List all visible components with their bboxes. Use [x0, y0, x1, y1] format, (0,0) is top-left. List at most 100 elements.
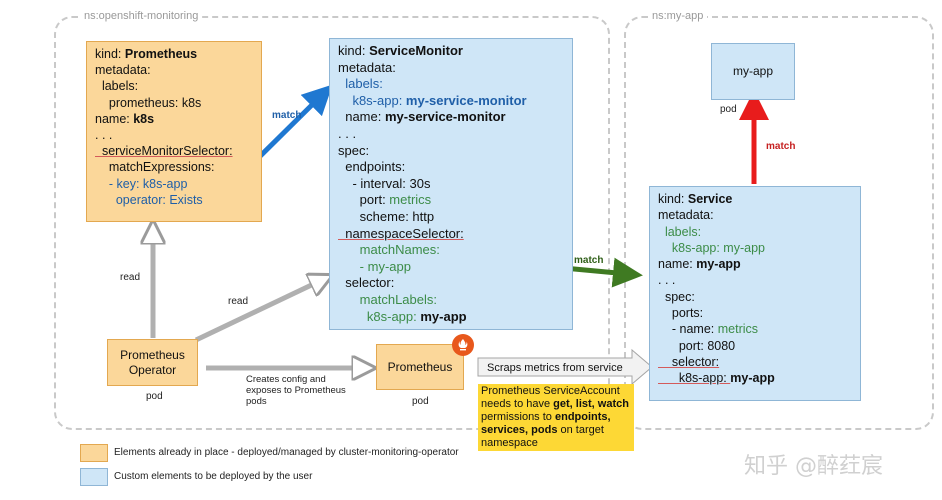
service-line: name: my-app	[658, 256, 852, 272]
note-token: Prometheus ServiceAccount	[481, 385, 620, 397]
prometheus-cr-token: matchExpressions:	[95, 160, 215, 175]
prometheus-cr-token: operator: Exists	[95, 192, 203, 207]
watermark-text: 知乎 @醉荭宸	[744, 454, 883, 479]
service-monitor-token: scheme: http	[338, 208, 435, 224]
prometheus-operator-label: Prometheus Operator	[120, 347, 185, 377]
label-read-1: read	[120, 272, 141, 283]
service-line: metadata:	[658, 207, 852, 223]
service-token: my-app	[730, 371, 775, 386]
service-token: Service	[687, 192, 733, 206]
service-monitor-token: my-app	[420, 308, 467, 324]
note-token: needs to have	[481, 398, 554, 410]
service-monitor-token: endpoints:	[338, 159, 406, 175]
service-token: ports:	[658, 306, 704, 321]
note-line: needs to have get, list, watch	[481, 398, 631, 411]
label-match-blue: match	[272, 110, 302, 121]
prometheus-cr-line: name: k8s	[95, 111, 253, 127]
prometheus-cr-token: metadata:	[95, 63, 151, 78]
service-token: name:	[658, 257, 697, 272]
namespace-label-my-app: ns:my-app	[648, 10, 708, 22]
service-monitor-line: matchLabels:	[338, 292, 564, 309]
service-token: k8s-app:	[658, 371, 731, 386]
service-line: kind: Service	[658, 191, 852, 207]
service-monitor-line: - my-app	[338, 259, 564, 276]
prometheus-cr-token: - key: k8s-app	[95, 176, 188, 191]
my-app-pod-caption: pod	[720, 104, 737, 115]
service-line: . . .	[658, 272, 852, 288]
prometheus-cr-line: labels:	[95, 78, 253, 94]
service-monitor-token: my-service-monitor	[384, 109, 506, 125]
service-monitor-token: matchNames:	[338, 242, 440, 258]
service-token: - name:	[658, 322, 718, 337]
prometheus-cr-token: labels:	[95, 79, 139, 94]
service-monitor-token: kind:	[338, 43, 370, 58]
note-line: permissions to endpoints,	[481, 411, 631, 424]
service-token: . . .	[658, 273, 676, 288]
service-monitor-line: port: metrics	[338, 192, 564, 209]
service-token: selector:	[658, 354, 720, 369]
prometheus-cr-line: matchExpressions:	[95, 159, 253, 175]
prometheus-cr-token: prometheus: k8s	[95, 95, 202, 110]
legend-text-blue: Custom elements to be deployed by the us…	[114, 471, 313, 482]
service-monitor-line: k8s-app: my-service-monitor	[338, 93, 564, 110]
service-token: kind:	[658, 192, 688, 206]
prometheus-operator-box: Prometheus Operator	[107, 339, 198, 386]
arrow-read-diagonal	[194, 280, 322, 343]
arrow-scraps-metrics	[477, 348, 653, 386]
namespace-openshift-monitoring	[54, 16, 610, 430]
service-token: spec:	[658, 289, 695, 304]
service-monitor-token: - my-app	[338, 258, 411, 274]
service-monitor-line: endpoints:	[338, 159, 564, 176]
prometheus-cr-line: prometheus: k8s	[95, 95, 253, 111]
prometheus-pod-label: Prometheus	[387, 359, 453, 374]
note-line: services, pods on target	[481, 424, 631, 437]
service-monitor-token: metadata:	[338, 59, 396, 75]
service-monitor-token: my-service-monitor	[405, 92, 527, 108]
note-token: get, list, watch	[553, 398, 629, 410]
operator-pod-caption: pod	[146, 391, 163, 402]
service-monitor-line: scheme: http	[338, 209, 564, 226]
prometheus-cr-line: kind: Prometheus	[95, 46, 253, 62]
service-line: selector:	[658, 354, 852, 370]
service-monitor-token: . . .	[338, 125, 357, 141]
service-line: k8s-app: my-app	[658, 370, 852, 386]
service-line: port: 8080	[658, 338, 852, 354]
my-app-label: my-app	[732, 64, 773, 79]
prometheus-cr-token: serviceMonitorSelector:	[95, 144, 233, 159]
label-creates-config: Creates config and exposes to Prometheus…	[246, 374, 346, 407]
prometheus-cr-line: metadata:	[95, 62, 253, 78]
label-read-2: read	[228, 296, 249, 307]
service-monitor-token: ServiceMonitor	[369, 43, 463, 58]
service-monitor-token: namespaceSelector:	[338, 225, 464, 241]
prometheus-cr-token: name:	[95, 111, 134, 126]
service-monitor-line: labels:	[338, 76, 564, 93]
service-token: port: 8080	[658, 338, 736, 353]
service-monitor-token: selector:	[338, 275, 395, 291]
namespace-my-app	[624, 16, 934, 430]
namespace-label-monitoring: ns:openshift-monitoring	[80, 10, 203, 22]
service-token: labels:	[658, 224, 702, 239]
prometheus-cr-token: . . .	[95, 128, 113, 143]
service-monitor-token: port:	[338, 192, 390, 208]
service-monitor-token: spec:	[338, 142, 370, 158]
note-token: endpoints,	[554, 411, 611, 423]
legend-swatch-orange	[80, 444, 108, 462]
service-monitor-line: selector:	[338, 275, 564, 292]
prometheus-cr-line: operator: Exists	[95, 192, 253, 208]
note-token: on target	[557, 424, 604, 436]
prometheus-cr-token: k8s	[133, 111, 155, 126]
service-line: - name: metrics	[658, 321, 852, 337]
legend-swatch-blue	[80, 468, 108, 486]
prometheus-pod-caption: pod	[412, 396, 429, 407]
note-line: Prometheus ServiceAccount	[481, 385, 631, 398]
service-monitor-line: - interval: 30s	[338, 176, 564, 193]
service-monitor-line: kind: ServiceMonitor	[338, 43, 564, 60]
service-monitor-line: spec:	[338, 143, 564, 160]
service-line: spec:	[658, 289, 852, 305]
prometheus-torch-icon	[452, 334, 474, 356]
legend-text-orange: Elements already in place - deployed/man…	[114, 447, 459, 458]
note-line: namespace	[481, 437, 631, 450]
